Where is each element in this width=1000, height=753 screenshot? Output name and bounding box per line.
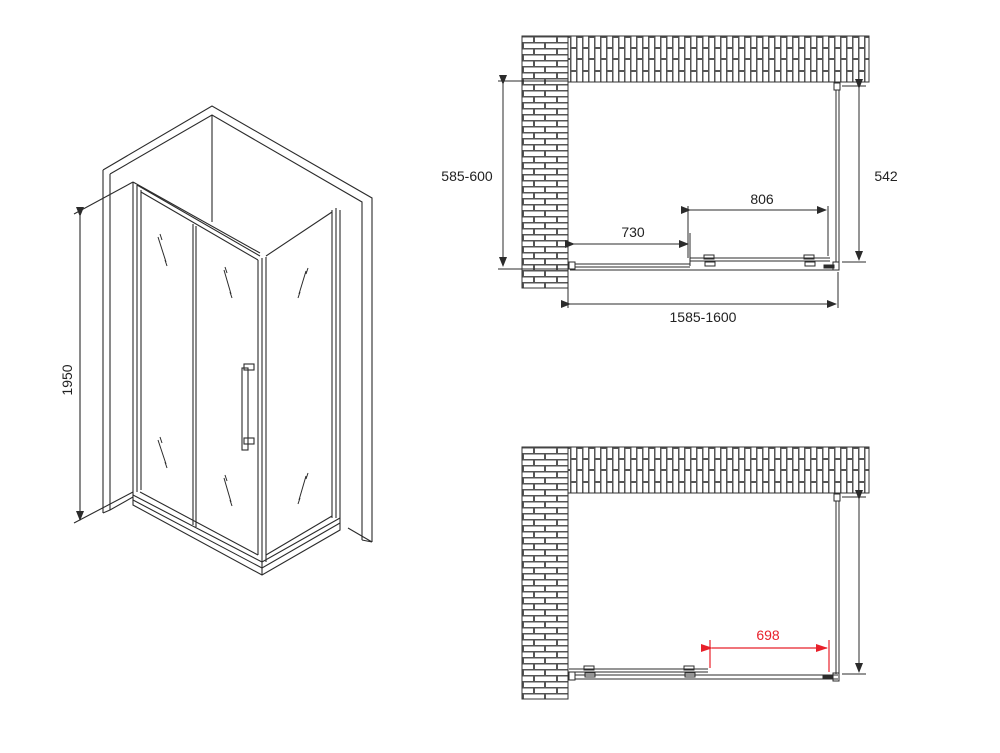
dim-width — [561, 272, 839, 308]
dim-door-806 — [681, 206, 829, 258]
side-panel-bottom — [833, 493, 841, 674]
opening-label: 698 — [756, 627, 780, 643]
sliding-door-top — [690, 254, 840, 271]
plan-bottom: 698 — [521, 446, 870, 700]
dim-opening-698 — [701, 640, 830, 672]
total-width-label: 1585-1600 — [670, 309, 737, 325]
iso-front-frame — [132, 181, 341, 576]
opening-left-label: 730 — [621, 224, 645, 240]
iso-door-handle — [241, 363, 255, 451]
dim-depth — [498, 75, 568, 270]
side-panel-top — [833, 82, 841, 262]
door-width-label: 806 — [750, 191, 774, 207]
fixed-panel-bottom — [575, 672, 840, 682]
dim-fixed-panel — [842, 79, 866, 263]
plan-top: 585-600 542 730 806 1585-1600 — [441, 35, 898, 325]
fixed-panel-label: 542 — [874, 168, 898, 184]
brick-walls-top — [521, 35, 870, 289]
depth-label: 585-600 — [441, 168, 493, 184]
iso-height-dimension — [73, 181, 134, 524]
height-label: 1950 — [59, 364, 75, 395]
dim-side-bottom — [842, 490, 866, 675]
fixed-panel-top — [568, 261, 838, 271]
dim-opening-730 — [565, 233, 691, 266]
iso-side-panel — [265, 208, 341, 556]
isometric-view — [73, 105, 373, 576]
iso-wall — [102, 105, 373, 543]
brick-walls-bottom — [521, 446, 870, 700]
iso-glass-reflections — [157, 233, 309, 507]
sliding-door-open — [568, 665, 708, 681]
